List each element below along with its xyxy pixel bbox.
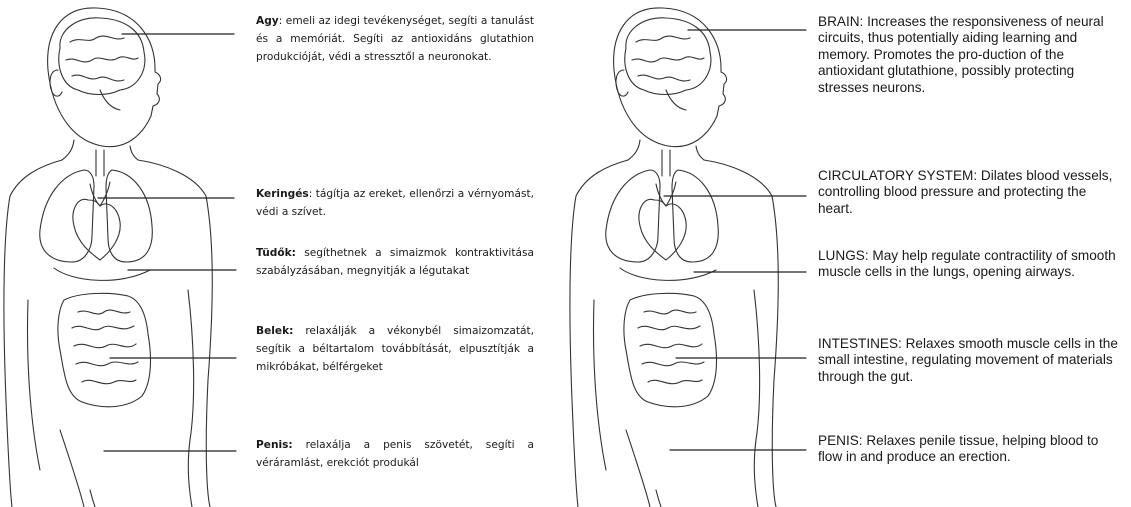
- label-circulatory-name: Keringés: [256, 188, 309, 200]
- label-brain-text: emeli az idegi tevékenységet, segíti a t…: [256, 15, 534, 63]
- label-lungs: LUNGS: May help regulate contractility o…: [818, 248, 1118, 281]
- label-circulatory-sep: :: [309, 188, 316, 200]
- label-intestines: INTESTINES: Relaxes smooth muscle cells …: [818, 336, 1118, 385]
- label-penis: PENIS: Relaxes penile tissue, helping bl…: [818, 433, 1118, 466]
- diagram-panel-hungarian: Agy: emeli az idegi tevékenységet, segít…: [0, 0, 565, 507]
- label-penis: Penis: relaxálja a penis szövetét, segít…: [256, 436, 534, 472]
- label-penis-name: Penis:: [256, 439, 293, 451]
- label-intestines-name: Belek:: [256, 325, 293, 337]
- label-brain-sep: :: [279, 15, 286, 27]
- label-lungs: Tüdők: segíthetnek a simaizmok kontrakti…: [256, 244, 534, 280]
- label-circulatory: CIRCULATORY SYSTEM: Dilates blood vessel…: [818, 168, 1118, 217]
- label-circulatory: Keringés: tágítja az ereket, ellenőrzi a…: [256, 185, 534, 221]
- label-lungs-sep: [296, 247, 304, 259]
- label-intestines: Belek: relaxálják a vékonybél simaizomza…: [256, 322, 534, 376]
- label-lungs-name: Tüdők:: [256, 247, 296, 259]
- label-brain: BRAIN: Increases the responsiveness of n…: [818, 14, 1118, 96]
- label-brain-name: Agy: [256, 15, 279, 27]
- label-intestines-sep: [293, 325, 305, 337]
- diagram-panel-english: BRAIN: Increases the responsiveness of n…: [566, 0, 1131, 507]
- label-penis-sep: [293, 439, 306, 451]
- label-brain: Agy: emeli az idegi tevékenységet, segít…: [256, 12, 534, 66]
